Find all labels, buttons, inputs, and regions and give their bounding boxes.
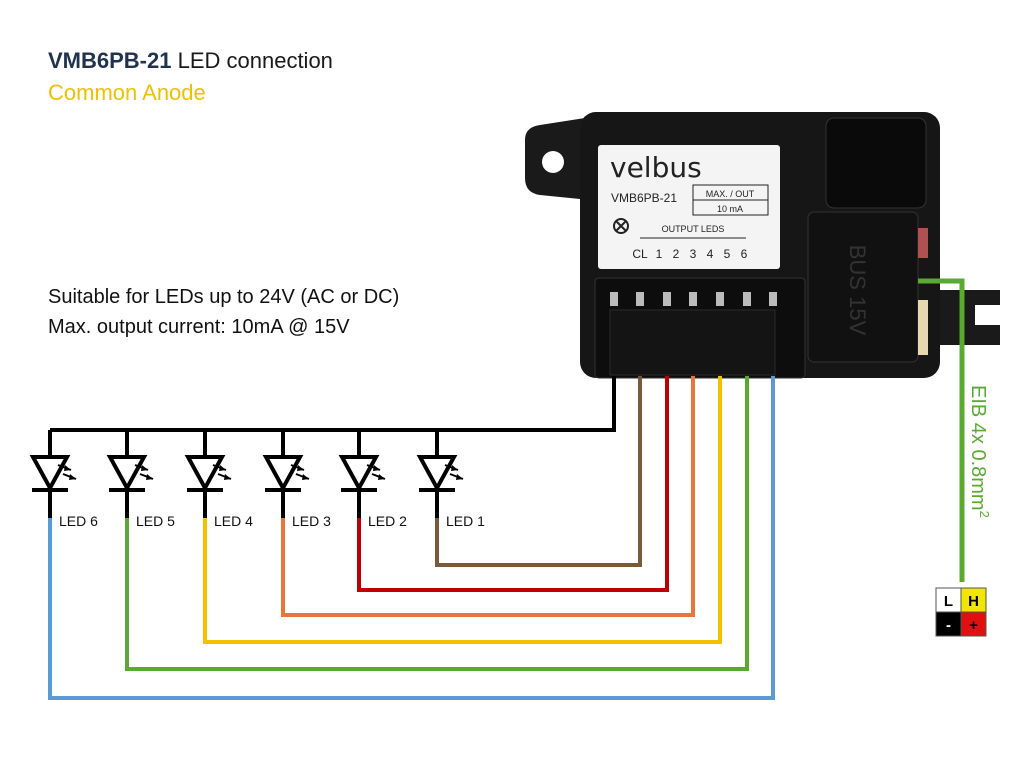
led-symbol <box>184 430 232 518</box>
led-symbol <box>29 430 77 518</box>
lamp-symbol-icon <box>613 218 629 234</box>
terminal-cell-label: - <box>946 617 951 634</box>
led-wire <box>125 376 749 671</box>
terminal-cell-label: L <box>944 593 953 610</box>
led-wire <box>48 376 775 700</box>
title: VMB6PB-21 LED connection <box>48 48 333 73</box>
pin-label: 5 <box>724 247 731 261</box>
svg-text:VMB6PB-21: VMB6PB-21 <box>611 191 677 205</box>
svg-text:10 mA: 10 mA <box>717 204 743 214</box>
bus-connector <box>807 211 919 363</box>
connector-pin <box>610 292 618 306</box>
connector-pin <box>716 292 724 306</box>
terminal-cell <box>960 587 987 613</box>
led-symbol <box>338 430 386 518</box>
led-label: LED 5 <box>136 513 175 529</box>
led-symbol <box>106 430 154 518</box>
led-label: LED 1 <box>446 513 485 529</box>
terminal-cell <box>960 611 987 637</box>
spec-current: Max. output current: 10mA @ 15V <box>48 316 350 338</box>
subtitle: Common Anode <box>48 80 206 105</box>
led-label: LED 3 <box>292 513 331 529</box>
bus-cable-label: EIB 4x 0.8mm2 <box>967 385 992 518</box>
led-symbol <box>262 430 310 518</box>
common-anode-wire <box>50 376 616 432</box>
pin-label: 6 <box>741 247 748 261</box>
pin-label: 1 <box>656 247 663 261</box>
led-label: LED 2 <box>368 513 407 529</box>
led-wire <box>357 376 669 592</box>
led-wire <box>435 376 642 567</box>
pin-label: 2 <box>673 247 680 261</box>
connector-pin <box>663 292 671 306</box>
pin-label: 3 <box>690 247 697 261</box>
svg-text:MAX. / OUT: MAX. / OUT <box>706 189 755 199</box>
spec-voltage: Suitable for LEDs up to 24V (AC or DC) <box>48 286 400 308</box>
pin-label: 4 <box>707 247 714 261</box>
svg-text:BUS 15V: BUS 15V <box>845 245 870 336</box>
led-wire <box>281 376 695 617</box>
terminal-cell-label: + <box>969 617 978 634</box>
connector-pin <box>689 292 697 306</box>
led-label: LED 6 <box>59 513 98 529</box>
led-symbol <box>416 430 464 518</box>
brand-text: velbus <box>610 151 702 184</box>
terminal-cell-label: H <box>968 593 979 610</box>
mounting-hole <box>542 151 564 173</box>
led-label: LED 4 <box>214 513 253 529</box>
connector-pin <box>636 292 644 306</box>
pin-label: CL <box>632 247 648 261</box>
velbus-module: BUS 15V velbus VMB6PB-21 MAX. / OUT 10 m… <box>525 112 1000 379</box>
connector-pin <box>743 292 751 306</box>
connector-pin <box>769 292 777 306</box>
led-wire <box>203 376 722 644</box>
bus-cable <box>918 278 965 582</box>
svg-text:OUTPUT LEDS: OUTPUT LEDS <box>662 224 725 234</box>
